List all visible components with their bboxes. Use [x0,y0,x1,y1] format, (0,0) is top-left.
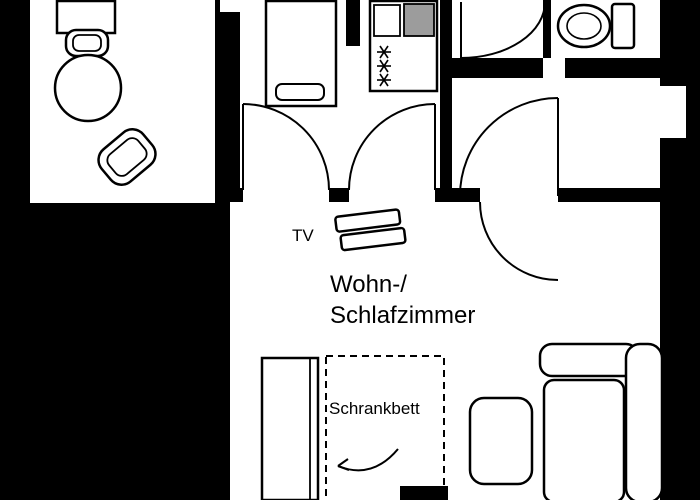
kitchen-counter [368,0,439,93]
fold-direction-arrow-icon [337,448,399,472]
room-name-line1: Wohn-/ [330,271,407,298]
entry-door-opening [220,0,244,12]
sofa [538,342,664,500]
wall-stub-kitchen [346,0,360,46]
wardrobe-cabinet [260,356,320,500]
door-entry-right [348,103,436,191]
stove-burners-icon [377,45,391,87]
door-bath [460,1,546,59]
door-living [479,201,559,281]
door-hall [459,97,559,197]
room-hall [452,78,660,202]
window-bay [654,86,686,138]
wall-living-top-4 [558,188,660,202]
wc-door-opening [543,58,565,78]
room-name-line2: Schlafzimmer [330,302,476,329]
side-table [468,396,534,486]
wall-bed-label: Schrankbett [329,399,420,418]
bed [264,0,338,108]
round-table [53,53,123,123]
wallbed-dashed-outline [325,355,445,500]
sink-icon [403,3,435,37]
office-chair [64,28,110,58]
wall-living-top-3 [435,188,480,202]
wall-stub-bottom [400,486,448,500]
tv-label: TV [292,226,314,245]
armchair [97,128,157,186]
door-entry-left [242,103,330,191]
wall-wc-divider [543,0,551,58]
toilet-icon [556,2,636,50]
wall-living-top-1 [230,188,243,202]
wall-living-top-2 [329,188,349,202]
tv-sideboard [334,208,407,252]
desk [55,0,117,35]
